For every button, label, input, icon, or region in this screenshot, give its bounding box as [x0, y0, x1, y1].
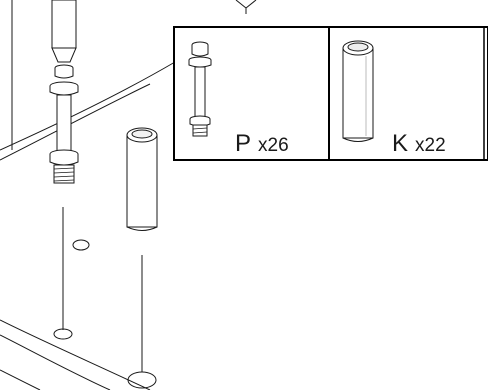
cam-bolt-large: [49, 0, 79, 184]
board-bottom-edge-inner: [0, 334, 111, 390]
board-bottom-edge: [0, 319, 151, 390]
board-top-edge: [0, 61, 176, 151]
part-k-quantity: x22: [415, 135, 446, 156]
dowel-bottom: [126, 226, 158, 231]
bolt-head: [54, 68, 74, 79]
bolt-lower-collar: [49, 154, 79, 166]
bolt-thread-lines: [53, 167, 75, 182]
tool-tip: [51, 47, 77, 63]
parts-legend: P x26 K x22: [173, 26, 488, 161]
legend-frame: [173, 26, 488, 161]
tool-shaft: [51, 0, 77, 49]
cam-bolt-icon: [188, 41, 212, 137]
bolt-hole: [53, 328, 73, 340]
bolt-thread: [53, 164, 75, 184]
board-left-corner: [0, 369, 41, 390]
small-hole: [72, 239, 90, 251]
bolt-guide: [53, 207, 90, 340]
legend-cell-p: P x26: [188, 41, 289, 157]
board-panel: [0, 0, 265, 390]
dowel-large: [126, 127, 158, 231]
part-p-quantity: x26: [258, 135, 289, 156]
dowel-top-inner: [131, 129, 153, 139]
part-k-letter: K: [392, 130, 408, 157]
dowel-body: [126, 134, 158, 228]
bolt-collar: [49, 86, 79, 96]
bolt-shaft: [56, 94, 72, 152]
wooden-dowel-icon: [342, 40, 374, 142]
legend-cell-k: K x22: [342, 40, 446, 157]
dowel-guide: [127, 255, 157, 389]
part-p-letter: P: [235, 130, 251, 157]
cube-marker: [235, 0, 257, 14]
dowel-hole: [127, 371, 157, 389]
